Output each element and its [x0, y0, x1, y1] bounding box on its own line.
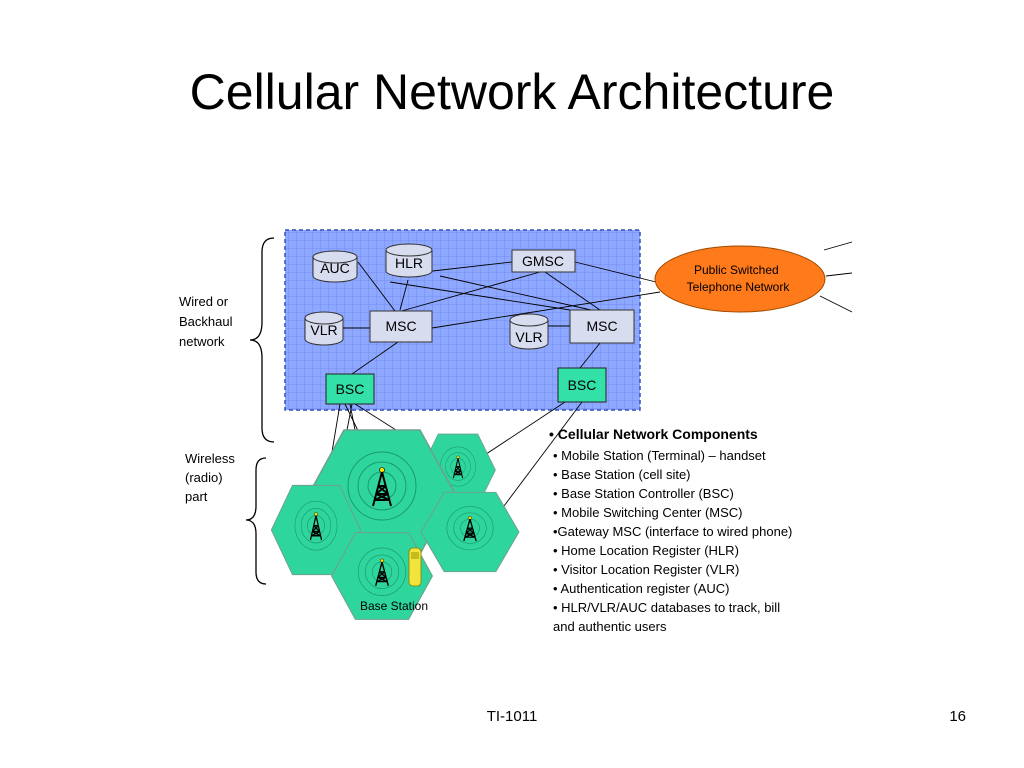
wireless-label: Wireless (radio) part — [185, 451, 238, 504]
page-number: 16 — [949, 708, 966, 725]
bsc-right-node: BSC — [557, 367, 607, 403]
base-station-label: Base Station — [360, 599, 428, 613]
svg-text:HLR: HLR — [395, 255, 423, 271]
component-item: • Visitor Location Register (VLR) — [553, 562, 739, 577]
svg-text:VLR: VLR — [515, 329, 542, 345]
bsc-left-node: BSC — [325, 373, 375, 405]
gmsc-node: GMSC — [511, 249, 576, 273]
footer-label: TI-1011 — [486, 708, 538, 725]
component-item: • Mobile Station (Terminal) – handset — [553, 448, 766, 463]
components-list: • Cellular Network Components • Mobile S… — [549, 426, 792, 634]
wired-label: Wired or Backhaul network — [179, 294, 236, 349]
svg-text:Public Switched Telephon: Public Switched Telephone Network — [687, 263, 791, 294]
svg-text:GMSC: GMSC — [522, 253, 564, 269]
msc-left-node: MSC — [369, 310, 433, 343]
mobile-handset-icon — [408, 547, 422, 587]
svg-text:MSC: MSC — [385, 318, 416, 334]
msc-right-node: MSC — [569, 309, 635, 344]
svg-text:AUC: AUC — [320, 260, 350, 276]
component-item: •Gateway MSC (interface to wired phone) — [553, 524, 792, 539]
svg-text:BSC: BSC — [336, 381, 365, 397]
wireless-brace — [245, 457, 267, 585]
component-item: • Authentication register (AUC) — [553, 581, 730, 596]
component-item: • Base Station Controller (BSC) — [553, 486, 734, 501]
vlr-left-node: VLR — [304, 311, 344, 346]
pstn-node: Public Switched Telephone Network — [654, 245, 826, 313]
svg-text:BSC: BSC — [568, 377, 597, 393]
vlr-right-node: VLR — [509, 313, 549, 350]
component-item: • HLR/VLR/AUC databases to track, bill — [553, 600, 780, 615]
component-item: • Mobile Switching Center (MSC) — [553, 505, 743, 520]
component-item: and authentic users — [553, 619, 667, 634]
component-item: • Base Station (cell site) — [553, 467, 691, 482]
auc-node: AUC — [312, 250, 358, 283]
wired-brace — [249, 237, 275, 443]
component-item: • Home Location Register (HLR) — [553, 543, 739, 558]
svg-text:VLR: VLR — [310, 322, 337, 338]
components-heading: • Cellular Network Components — [549, 426, 758, 442]
svg-text:MSC: MSC — [586, 318, 617, 334]
hlr-node: HLR — [385, 243, 433, 278]
slide-title: Cellular Network Architecture — [189, 64, 835, 120]
